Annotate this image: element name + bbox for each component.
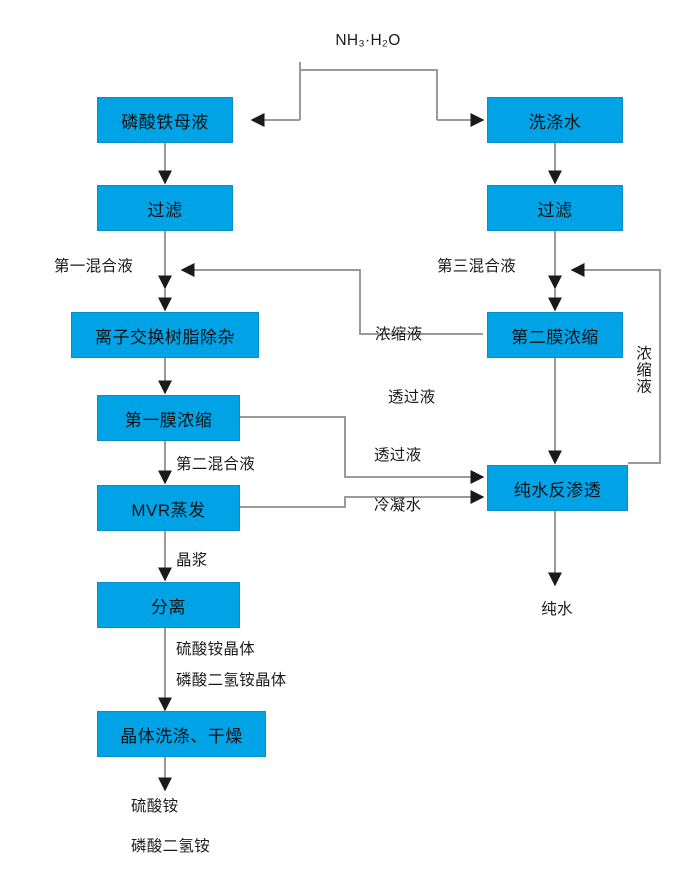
node-fe-mother-liquor[interactable]: 磷酸铁母液 bbox=[97, 97, 233, 143]
node-membrane-1[interactable]: 第一膜浓缩 bbox=[97, 395, 240, 441]
output-label-ammonium-sulfate: 硫酸铵 bbox=[131, 798, 179, 815]
stream-label-map-crystal: 磷酸二氢铵晶体 bbox=[176, 672, 287, 689]
stream-label-mix-2: 第二混合液 bbox=[176, 456, 256, 473]
node-membrane-2[interactable]: 第二膜浓缩 bbox=[487, 312, 623, 358]
stream-label-mix-1: 第一混合液 bbox=[54, 258, 134, 275]
stream-label-concentrate-left: 浓缩液 bbox=[375, 326, 423, 343]
wire-nh3-to-right bbox=[299, 62, 438, 120]
output-label-monoammonium-phosphate: 磷酸二氢铵 bbox=[131, 838, 211, 855]
stream-label-crystal-slurry: 晶浆 bbox=[176, 552, 208, 569]
node-wash-water[interactable]: 洗涤水 bbox=[487, 97, 623, 143]
output-label-pure-water: 纯水 bbox=[541, 601, 573, 618]
stream-label-mix-3: 第三混合液 bbox=[437, 258, 517, 275]
stream-label-ammonium-sulfate-crystal: 硫酸铵晶体 bbox=[176, 641, 256, 658]
node-filter-right[interactable]: 过滤 bbox=[487, 185, 623, 231]
stream-label-permeate-upper: 透过液 bbox=[388, 389, 436, 406]
input-label-nh3: NH₃·H₂O bbox=[335, 32, 401, 49]
node-mvr[interactable]: MVR蒸发 bbox=[97, 485, 240, 531]
wire-mvr-condensate-to-ro bbox=[240, 490, 485, 508]
stream-label-condensate: 冷凝水 bbox=[374, 497, 422, 514]
stream-label-concentrate-right: 浓缩液 bbox=[634, 345, 651, 395]
wire-membrane1-permeate-to-ro bbox=[240, 416, 485, 484]
node-filter-left[interactable]: 过滤 bbox=[97, 185, 233, 231]
node-wash-dry[interactable]: 晶体洗涤、干燥 bbox=[97, 711, 266, 757]
node-separation[interactable]: 分离 bbox=[97, 582, 240, 628]
node-ion-exchange[interactable]: 离子交换树脂除杂 bbox=[71, 312, 259, 358]
node-ro[interactable]: 纯水反渗透 bbox=[487, 465, 628, 511]
stream-label-permeate-lower: 透过液 bbox=[374, 447, 422, 464]
